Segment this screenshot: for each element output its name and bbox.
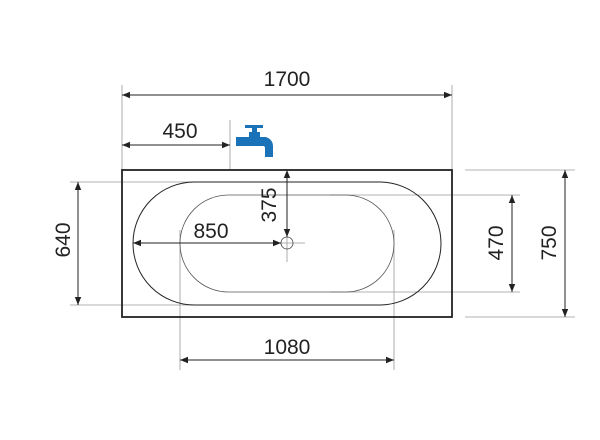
label-750: 750 [538,225,561,260]
faucet-icon [236,125,273,157]
label-1700: 1700 [264,68,311,91]
label-470: 470 [485,225,508,260]
label-850: 850 [193,220,228,243]
label-1080: 1080 [264,336,311,359]
label-450: 450 [162,120,197,143]
label-640: 640 [52,222,75,257]
label-375: 375 [258,187,281,222]
